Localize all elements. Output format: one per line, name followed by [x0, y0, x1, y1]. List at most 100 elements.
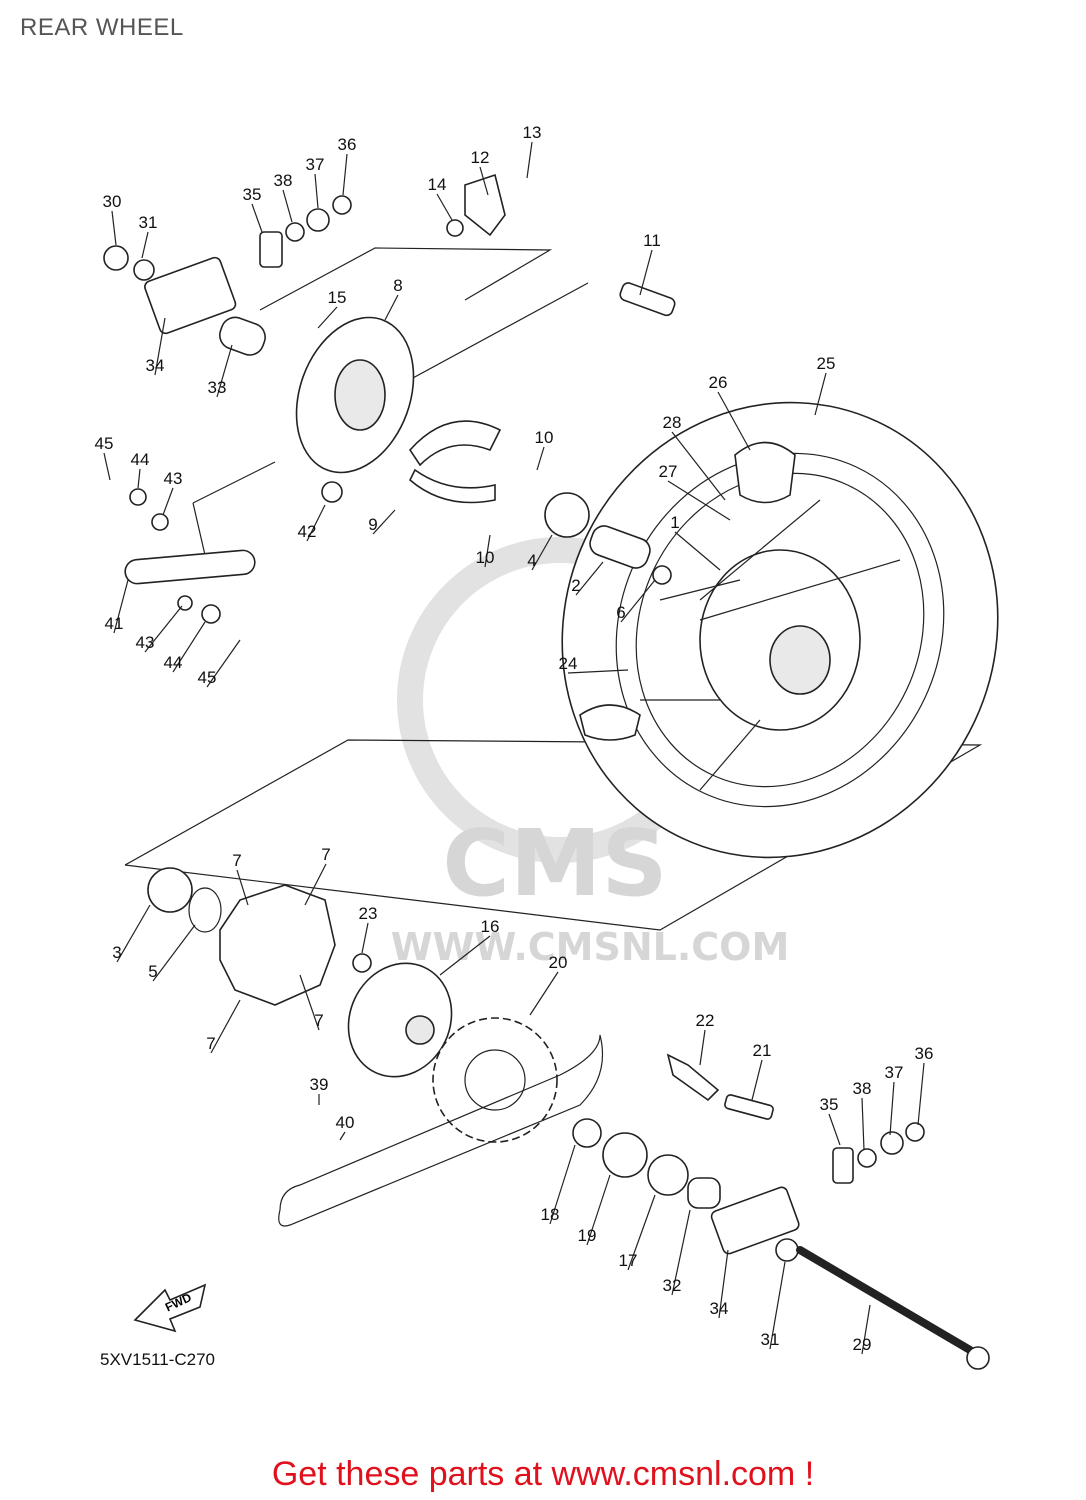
- leader-line-28: [671, 431, 726, 501]
- spoke: [699, 719, 761, 791]
- rear-wheel: [561, 401, 999, 859]
- callout-32: 32: [663, 1276, 682, 1295]
- callout-44: 44: [131, 450, 150, 469]
- frame-lower: [124, 739, 983, 931]
- frame-upper: [259, 247, 553, 311]
- callout-20: 20: [549, 953, 568, 972]
- leader-line-38: [282, 189, 293, 223]
- spoke: [699, 499, 821, 601]
- callout-44: 44: [164, 653, 183, 672]
- callout-21: 21: [753, 1041, 772, 1060]
- leader-line-36: [342, 153, 348, 196]
- callout-7: 7: [321, 845, 330, 864]
- callout-7: 7: [206, 1034, 215, 1053]
- plate-35: [259, 231, 283, 268]
- leader-line-2: [575, 561, 604, 596]
- leader-line-43: [162, 487, 174, 516]
- bolt-21: [724, 1094, 774, 1120]
- callout-11: 11: [643, 231, 661, 250]
- callout-4: 4: [527, 551, 536, 570]
- callout-31: 31: [761, 1330, 780, 1349]
- oil-seal-6: [652, 565, 672, 585]
- callout-19: 19: [578, 1226, 597, 1245]
- brake-shoe: [408, 420, 502, 467]
- fwd-arrow-icon: [133, 1283, 207, 1333]
- leader-line-30: [111, 210, 117, 246]
- leader-line-15: [317, 306, 338, 329]
- callout-13: 13: [523, 123, 542, 142]
- leader-line-34: [718, 1249, 729, 1319]
- leader-line-27: [667, 480, 731, 521]
- oil-seal-17: [647, 1154, 689, 1196]
- callout-26: 26: [709, 373, 728, 392]
- axle-head: [966, 1346, 990, 1370]
- callout-37: 37: [306, 155, 325, 174]
- callout-3: 3: [112, 943, 121, 962]
- callout-28: 28: [663, 413, 682, 432]
- collar-18: [572, 1118, 602, 1148]
- callout-35: 35: [820, 1095, 839, 1114]
- callout-15: 15: [328, 288, 347, 307]
- nut-30: [103, 245, 129, 271]
- leader-line-24: [567, 669, 629, 674]
- wheel-axle-29: [796, 1246, 974, 1354]
- collar-33: [218, 316, 266, 356]
- spacer-2: [589, 525, 651, 569]
- callout-2: 2: [571, 576, 580, 595]
- leader-line-45: [206, 639, 241, 688]
- leader-line-31: [141, 231, 149, 259]
- leader-line-40: [339, 1131, 346, 1141]
- callout-36: 36: [338, 135, 357, 154]
- watermark-url: WWW.CMSNL.COM: [391, 925, 790, 969]
- washer-43: [151, 513, 169, 531]
- leader-line-10: [484, 534, 491, 568]
- brake-shoe-lower: [409, 468, 496, 504]
- callout-12: 12: [471, 148, 490, 167]
- sprocket-inner: [464, 1049, 526, 1111]
- leader-line-21: [751, 1059, 763, 1101]
- leader-line-9: [372, 509, 396, 535]
- plate-35b: [832, 1147, 854, 1184]
- leader-line-1: [674, 531, 721, 571]
- tension-bar-41: [124, 549, 256, 585]
- leader-line-32: [671, 1209, 691, 1296]
- callout-45: 45: [95, 434, 114, 453]
- callout-38: 38: [853, 1079, 872, 1098]
- washer-31: [133, 259, 155, 281]
- leader-line-43: [144, 605, 183, 653]
- leader-lines: [103, 141, 925, 1355]
- chain-puller-34b: [710, 1186, 800, 1255]
- callout-43: 43: [136, 633, 155, 652]
- nut-14: [446, 219, 464, 237]
- leader-line-14: [436, 193, 453, 221]
- leader-line-7: [236, 869, 249, 906]
- callout-37: 37: [885, 1063, 904, 1082]
- leader-line-11: [639, 249, 653, 296]
- callout-29: 29: [853, 1335, 872, 1354]
- callout-34: 34: [710, 1299, 729, 1318]
- assembly-frames: [124, 247, 983, 931]
- hub-center: [769, 625, 831, 695]
- callout-34: 34: [146, 356, 165, 375]
- rim-tape: [734, 441, 796, 504]
- leader-line-35: [828, 1113, 841, 1146]
- footer-link-text[interactable]: Get these parts at www.cmsnl.com !: [271, 1455, 815, 1493]
- callout-24: 24: [559, 654, 578, 673]
- bolt-42: [321, 481, 343, 503]
- leader-line-25: [814, 372, 827, 416]
- leader-line-41: [113, 579, 129, 634]
- drive-chain-39: [278, 1034, 604, 1227]
- callout-39: 39: [310, 1075, 329, 1094]
- leader-line-7: [210, 999, 241, 1054]
- leader-line-36: [917, 1062, 925, 1126]
- washer-38: [285, 222, 305, 242]
- brake-plate-center: [334, 359, 386, 431]
- callout-22: 22: [696, 1011, 715, 1030]
- leader-line-34: [154, 317, 166, 376]
- leader-line-23: [361, 922, 369, 954]
- leader-line-8: [384, 294, 399, 321]
- callout-36: 36: [915, 1044, 934, 1063]
- diagram-code: 5XV1511-C270: [100, 1350, 215, 1369]
